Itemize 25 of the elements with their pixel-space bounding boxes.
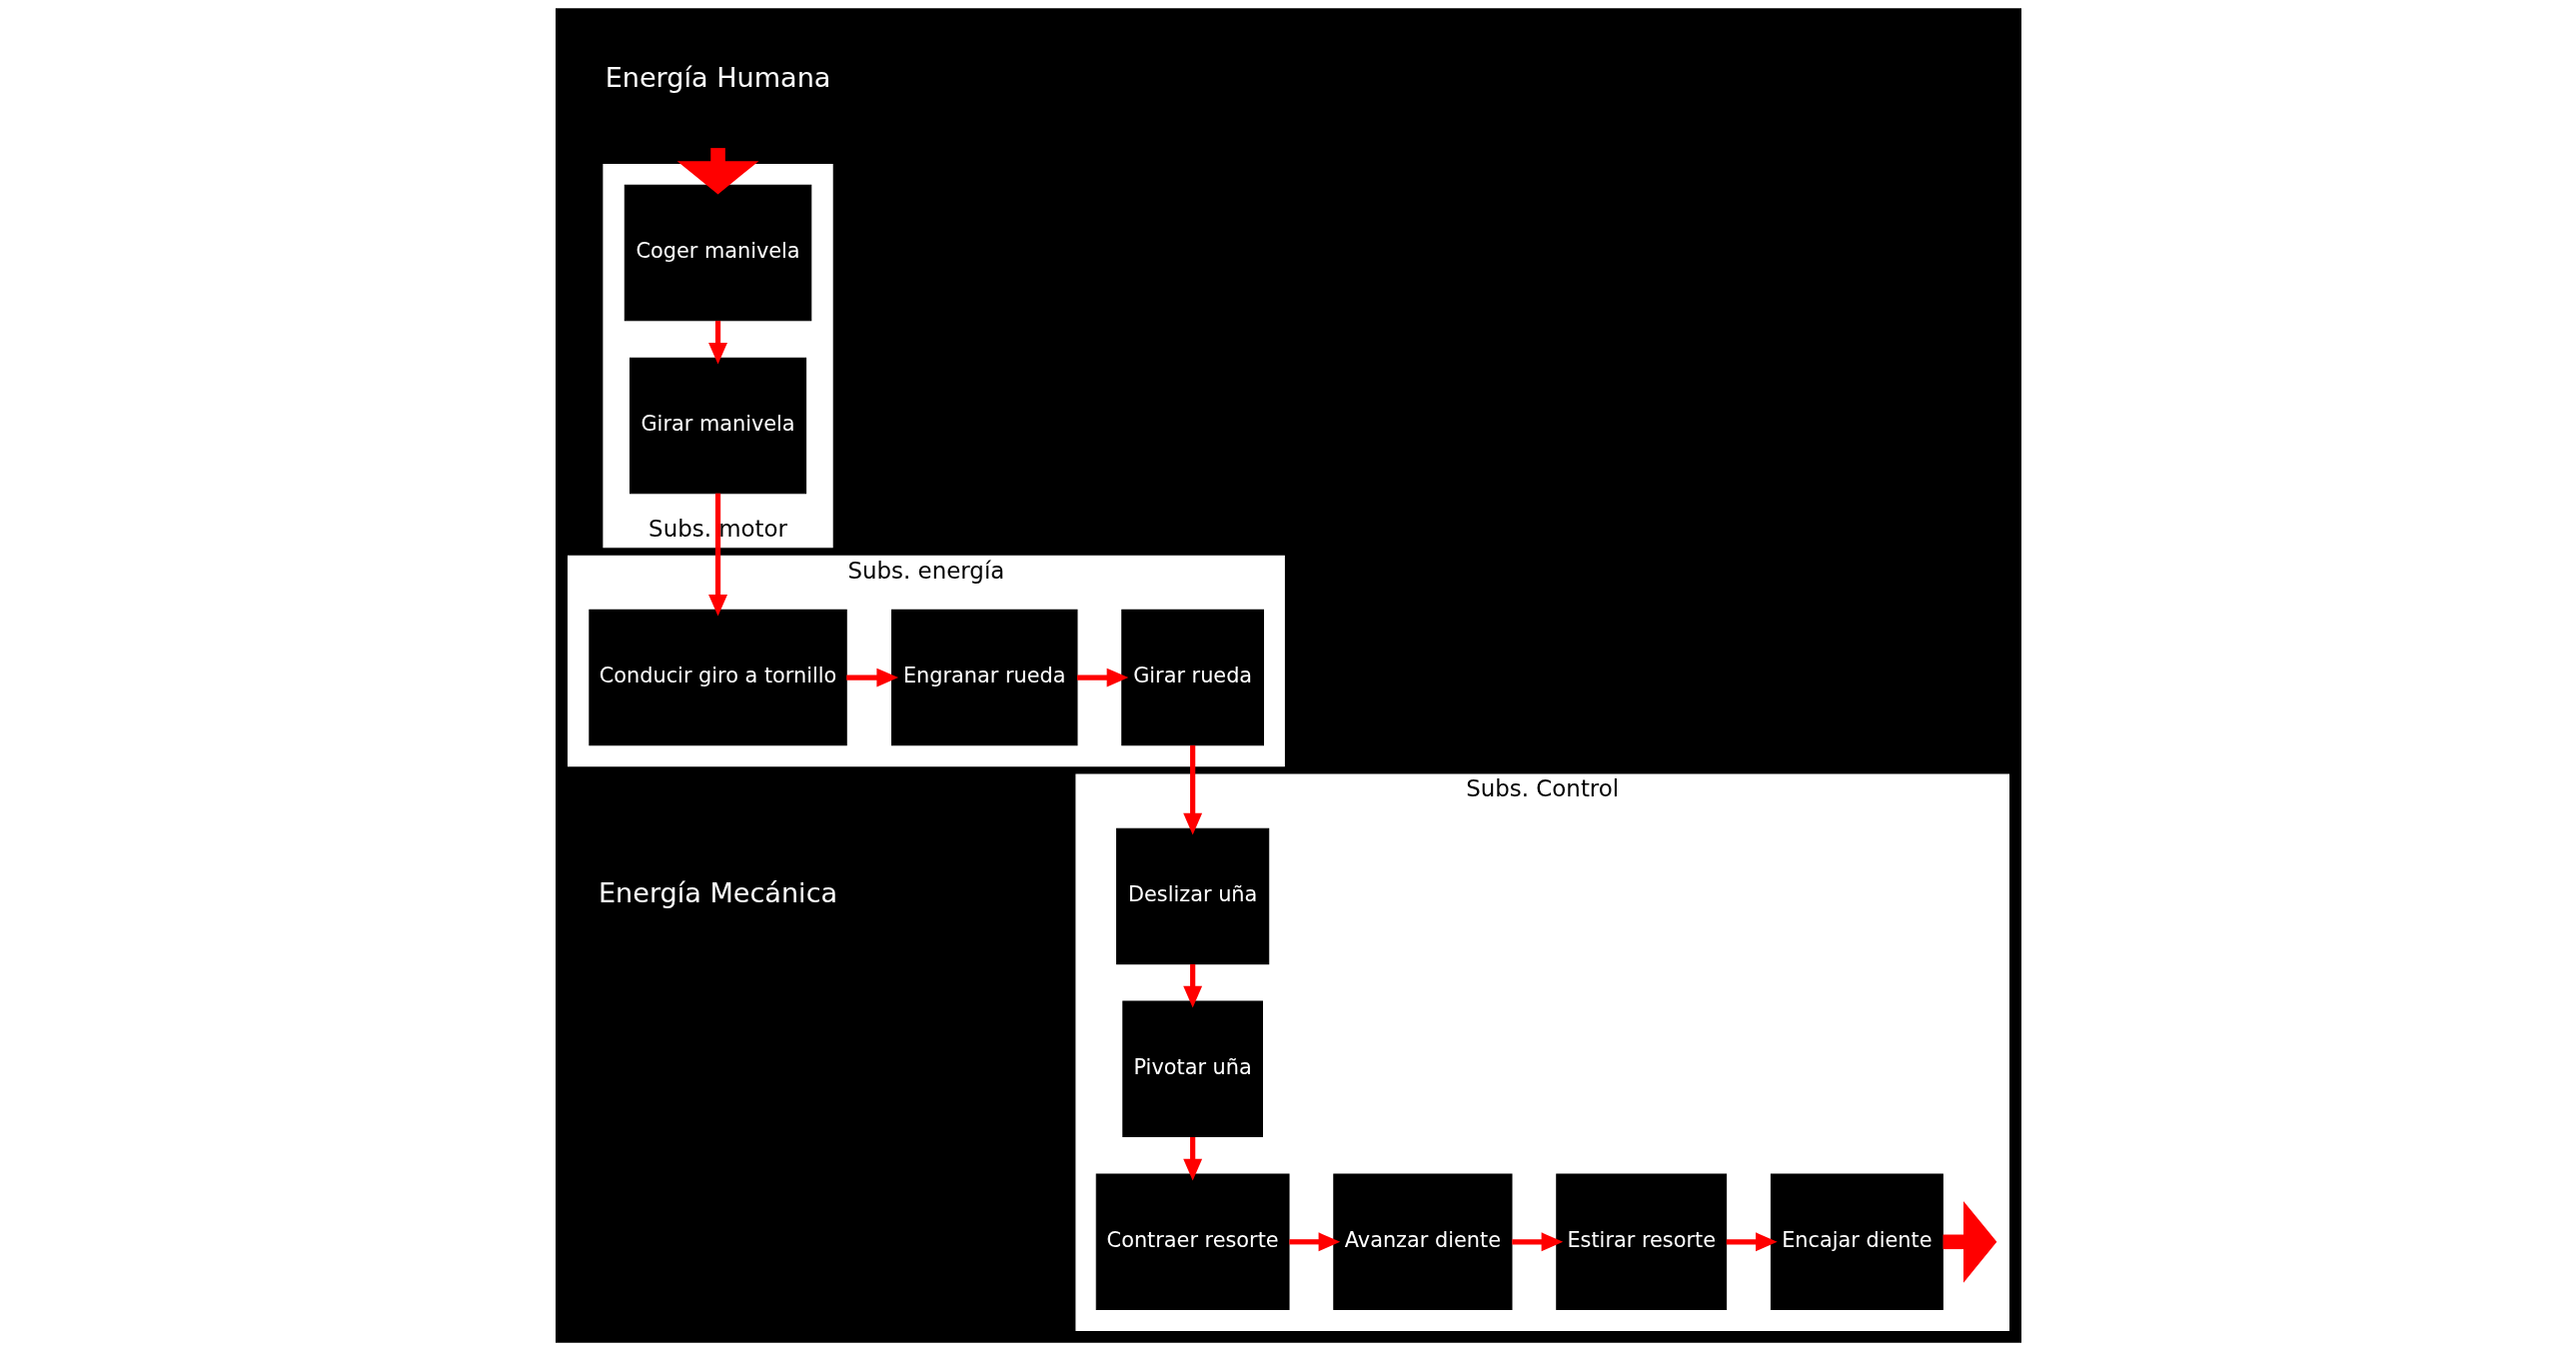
node-box: Contraer resorte [1095,1173,1290,1311]
node-box: Girar manivela [629,357,806,495]
arrow [1511,1232,1563,1252]
arrow [1288,1232,1340,1252]
node-box: Engranar rueda [890,609,1077,746]
label: Energía Mecánica [598,877,837,909]
arrow [1182,1136,1202,1181]
node-box: Conducir giro a tornillo [588,609,847,746]
node-box: Girar rueda [1120,609,1264,746]
node-text: Energía Humana [605,61,830,93]
node-box: Avanzar diente [1332,1173,1512,1311]
arrow [676,148,758,195]
node-box: Estirar resorte [1555,1173,1727,1311]
arrow [707,321,727,365]
node-box: Pivotar uña [1121,1000,1263,1138]
arrow [1726,1232,1778,1252]
arrow [1942,1200,1996,1283]
arrow [1182,963,1202,1008]
arrow [1076,668,1128,687]
arrow [1182,744,1202,835]
arrow [707,493,727,617]
arrow [845,668,898,687]
node-box: Encajar diente [1770,1173,1943,1311]
node-box: Deslizar uña [1115,827,1269,965]
node-box: Coger manivela [624,184,811,322]
